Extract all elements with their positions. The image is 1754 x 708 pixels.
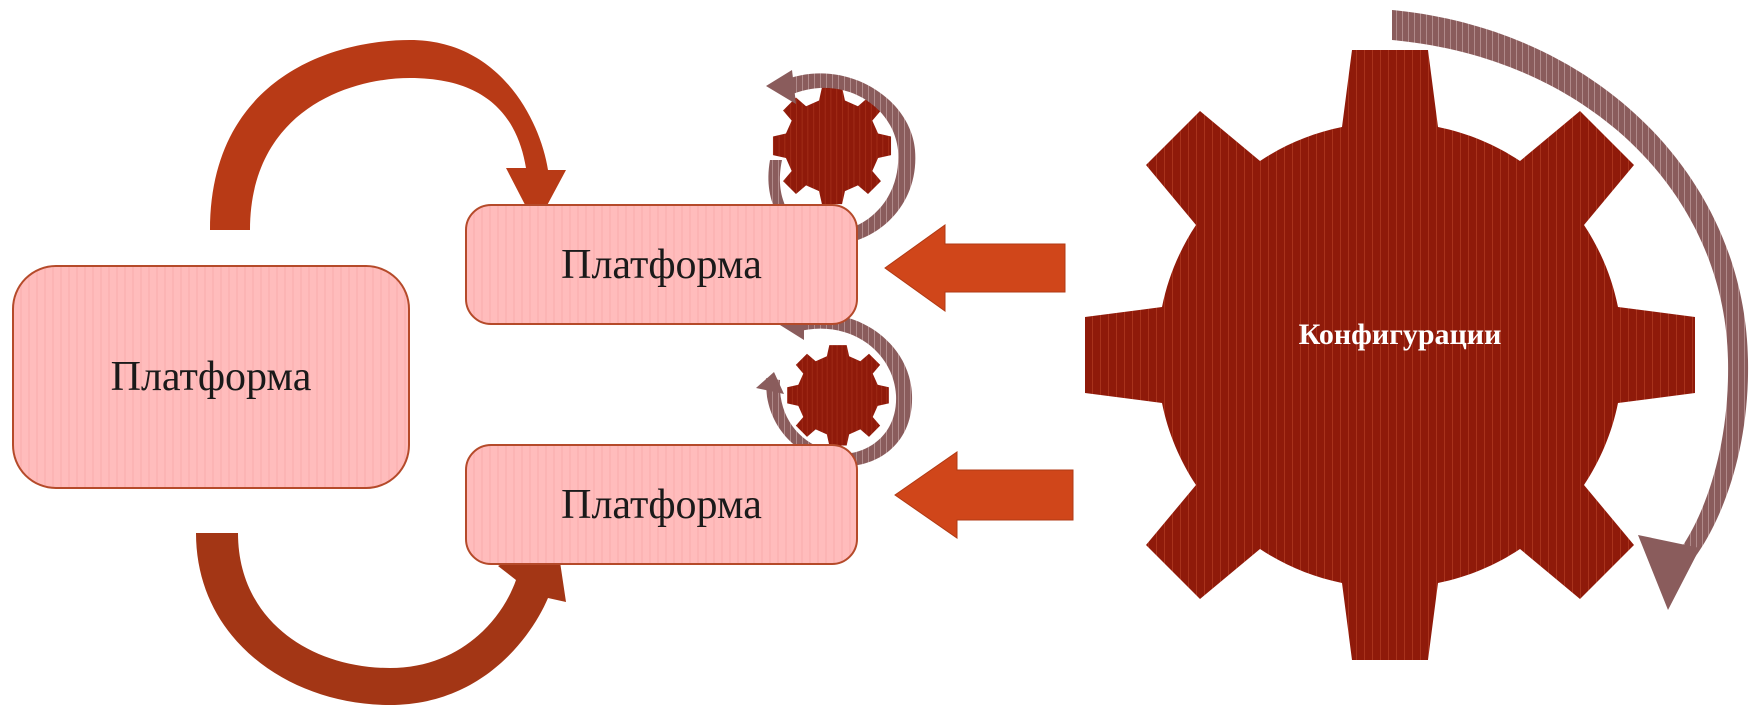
- curved-arrow-bottom: [196, 533, 566, 705]
- platform-box-bottom: Платформа: [465, 444, 858, 565]
- left-arrow-bottom: [894, 451, 1074, 539]
- configurations-label: Конфигурации: [1298, 318, 1502, 351]
- big-rotation-arrow-icon: [1392, 10, 1749, 575]
- curved-arrow-top: [210, 40, 566, 230]
- rotation-arrow-bottom-icon: [790, 313, 913, 467]
- platform-box-top: Платформа: [465, 204, 858, 325]
- small-gear-bottom-icon: [787, 345, 889, 446]
- platform-box-bottom-label: Платформа: [561, 481, 762, 528]
- small-gear-top-icon: [772, 87, 892, 205]
- platform-box-top-label: Платформа: [561, 241, 762, 288]
- left-arrow-top: [884, 224, 1066, 312]
- platform-box-main: Платформа: [12, 265, 410, 489]
- big-gear-icon: [1085, 50, 1695, 660]
- platform-box-main-label: Платформа: [110, 354, 312, 400]
